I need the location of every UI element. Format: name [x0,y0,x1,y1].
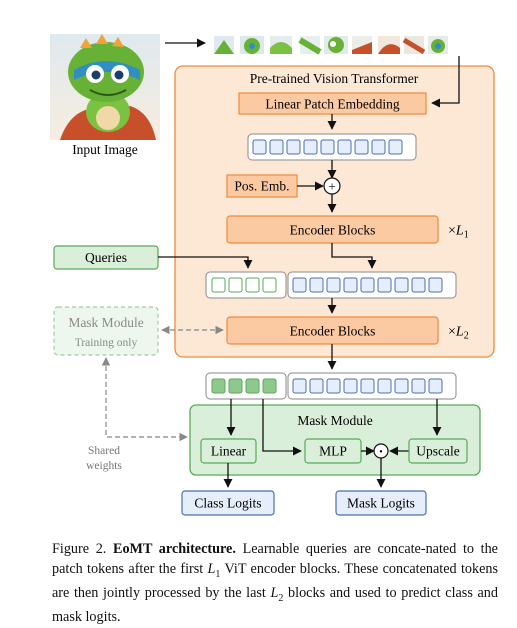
pos-emb-label: Pos. Emb. [234,179,289,194]
dot-product-symbol: · [378,444,383,460]
caption-prefix: Figure 2. [52,541,113,557]
image-patches [214,36,448,55]
linear-patch-embedding-label: Linear Patch Embedding [265,97,399,112]
figure-caption: Figure 2. EoMT architecture. Learnable q… [52,540,498,628]
caption-l1-sub: 1 [215,568,221,580]
queries-to-mlp-arrow [262,399,302,456]
caption-text-2: ViT encoder blocks. These concatenated t… [52,560,498,601]
mask-module-title: Mask Module [297,413,372,428]
queries-label: Queries [85,250,127,265]
encoder-blocks-1-label: Encoder Blocks [290,223,376,238]
encoder1-to-tokens-arrow [331,243,377,269]
l1-repeat-label: ×L1 [448,224,469,241]
vit-title: Pre-trained Vision Transformer [250,71,419,86]
caption-bold: EoMT architecture. [113,541,236,557]
caption-text-3: blocks and used to predict class and mas… [52,584,498,626]
mask-logits-box [335,490,427,516]
upscale-box [408,438,468,464]
mask-module-training-title: Mask Module [68,315,143,330]
l2-repeat-label: ×L2 [448,325,469,342]
class-logits-box [181,490,275,516]
mask-logits-label: Mask Logits [347,496,415,511]
patch-tokens-row-1 [247,133,417,161]
input-image-label: Input Image [72,142,138,157]
add-symbol: + [328,179,335,194]
encoder-blocks-2-label: Encoder Blocks [290,324,376,339]
upscale-label: Upscale [416,444,459,459]
shared-weights-line2: weights [86,460,122,472]
caption-text-1: Learnable queries are concate-nated to t… [52,541,498,577]
mask-module-training-subtitle: Training only [75,337,138,349]
shared-weights-link [101,357,188,442]
input-image [50,34,160,140]
shared-weights-line1: Shared [88,445,120,457]
queries-to-tokens-arrow [158,256,253,269]
patches-to-embedding-arrow [431,56,460,108]
class-logits-label: Class Logits [194,496,261,511]
mlp-label: MLP [319,444,347,459]
linear-label: Linear [211,444,247,459]
caption-l2-sub: 2 [278,592,284,604]
mask-module-training-box [53,306,159,356]
concat-tokens-row-2 [205,271,457,299]
caption-l2-var: L [270,584,279,601]
output-tokens-row-3 [205,372,457,400]
caption-l1-var: L [207,560,216,577]
